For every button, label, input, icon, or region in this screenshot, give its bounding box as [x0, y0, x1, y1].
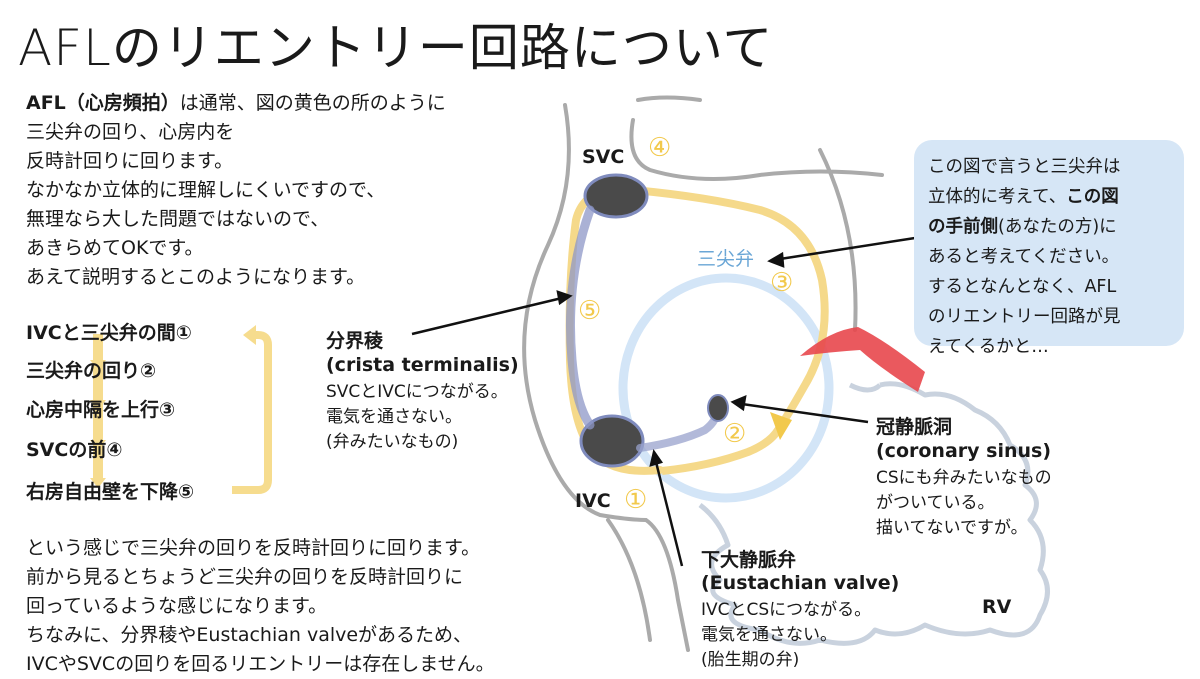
- crista-notes: SVCとIVCにつながる。 電気を通さない。 (弁みたいなもの): [326, 380, 508, 455]
- callout-line-4: あると考えてください。: [928, 247, 1120, 267]
- step-5: 右房自由壁を下降⑤: [26, 481, 195, 503]
- intro-line-4: なかなか立体的に理解しにくいですので、: [26, 179, 386, 201]
- step-4: SVCの前④: [26, 439, 123, 461]
- crista-terminalis-band: [565, 205, 595, 430]
- heart-outline: [522, 95, 884, 652]
- callout-bold-2: の手前側: [928, 217, 998, 237]
- intro-line-6: あきらめてOKです。: [26, 237, 204, 259]
- callout-line-3: (あなたの方)に: [998, 217, 1117, 237]
- svc-label: SVC: [582, 146, 625, 168]
- crista-latin: (crista terminalis): [326, 354, 519, 376]
- callout-bold-1: この図: [1066, 187, 1119, 207]
- eustachian-title: 下大静脈弁: [701, 549, 797, 571]
- circuit-number-5: ⑤: [578, 296, 602, 326]
- callout-line-7: えてくるかと…: [928, 337, 1049, 357]
- step-1: IVCと三尖弁の間①: [26, 322, 192, 344]
- intro-paragraph: AFL（心房頻拍）は通常、図の黄色の所のように 三尖弁の回り、心房内を 反時計回…: [26, 89, 446, 292]
- bottom-line-3: 回っているような感じになります。: [26, 595, 328, 617]
- crista-title: 分界稜: [326, 330, 384, 352]
- crista-note-3: (弁みたいなもの): [326, 432, 459, 452]
- eustachian-note-2: 電気を通さない。: [701, 625, 837, 645]
- intro-bold: AFL（心房頻拍）: [26, 92, 180, 114]
- coronary-note-2: がついている。: [876, 493, 995, 513]
- ivc-opening: [579, 414, 645, 468]
- eustachian-note-3: (胎生期の弁): [701, 650, 800, 670]
- coronary-notes: CSにも弁みたいなもの がついている。 描いてないですが。: [876, 466, 1052, 541]
- callout-line-1: この図で言うと三尖弁は: [928, 157, 1121, 177]
- pointer-arrows: [411, 236, 916, 567]
- coronary-note-1: CSにも弁みたいなもの: [876, 468, 1052, 488]
- coronary-note-3: 描いてないですが。: [876, 518, 1028, 538]
- tricuspid-ring: [618, 273, 834, 503]
- callout-box: この図で言うと三尖弁は 立体的に考えて、この図 の手前側(あなたの方)に あると…: [914, 140, 1184, 357]
- intro-line-2: 三尖弁の回り、心房内を: [26, 121, 235, 143]
- eustachian-valve-band: [636, 406, 721, 452]
- bottom-paragraph: という感じで三尖弁の回りを反時計回りに回ります。 前から見るとちょうど三尖弁の回…: [26, 534, 495, 679]
- eustachian-note-1: IVCとCSにつながる。: [701, 600, 872, 620]
- bottom-line-5: IVCやSVCの回りを回るリエントリーは存在しません。: [26, 653, 495, 675]
- ivc-label: IVC: [575, 490, 611, 512]
- circuit-number-2: ②: [723, 419, 747, 449]
- coronary-title: 冠静脈洞: [876, 416, 953, 438]
- circuit-arrowhead: [770, 412, 792, 440]
- callout-line-5: するとなんとなく、AFL: [928, 277, 1117, 297]
- crista-note-2: 電気を通さない。: [326, 407, 462, 427]
- step-2: 三尖弁の回り②: [26, 360, 157, 382]
- coronary-sinus: [707, 394, 729, 422]
- eustachian-latin: (Eustachian valve): [701, 572, 900, 594]
- callout-line-6: のリエントリー回路が見: [928, 307, 1121, 327]
- step-3: 心房中隔を上行③: [26, 399, 176, 421]
- red-leaflet: [800, 327, 925, 392]
- svc-opening: [583, 173, 649, 219]
- intro-line-3: 反時計回りに回ります。: [26, 150, 234, 172]
- bottom-line-4: ちなみに、分界稜やEustachian valveがあるため、: [26, 624, 473, 646]
- coronary-latin: (coronary sinus): [876, 440, 1052, 462]
- crista-note-1: SVCとIVCにつながる。: [326, 382, 508, 402]
- rv-outline: [698, 381, 1050, 646]
- circuit-number-3: ③: [770, 268, 794, 298]
- circuit-number-4: ④: [648, 133, 672, 163]
- bottom-line-1: という感じで三尖弁の回りを反時計回りに回ります。: [26, 537, 481, 559]
- bottom-line-2: 前から見るとちょうど三尖弁の回りを反時計回りに: [26, 566, 464, 588]
- eustachian-notes: IVCとCSにつながる。 電気を通さない。 (胎生期の弁): [701, 598, 871, 673]
- page-title: AFLのリエントリー回路について: [18, 19, 774, 77]
- intro-line-7: あえて説明するとこのようになります。: [26, 266, 366, 288]
- rv-label: RV: [982, 596, 1012, 618]
- intro-line-1: は通常、図の黄色の所のように: [179, 92, 446, 114]
- intro-line-5: 無理なら大した問題ではないので、: [26, 208, 330, 230]
- circuit-number-1: ①: [624, 485, 648, 515]
- tricuspid-label: 三尖弁: [697, 248, 755, 270]
- steps-return-arrow: [232, 331, 272, 494]
- callout-line-2: 立体的に考えて、: [928, 187, 1067, 207]
